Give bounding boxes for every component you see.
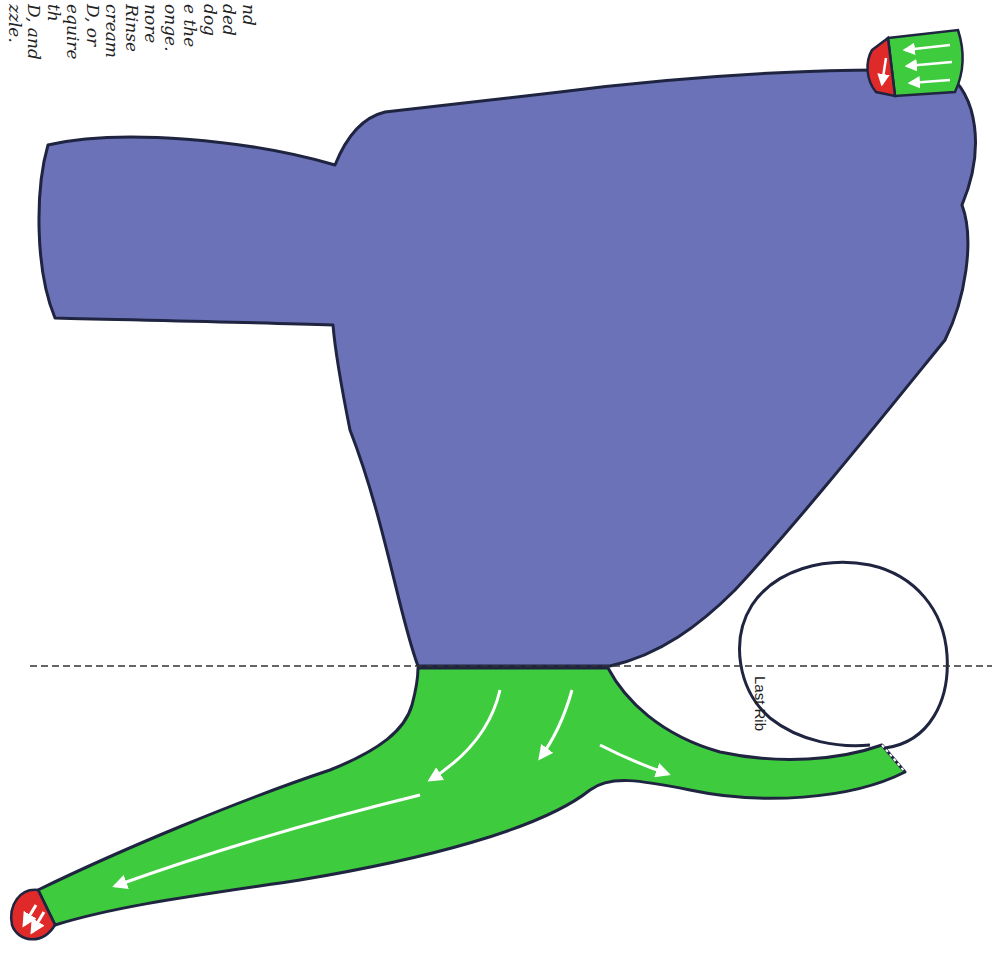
text-fragment: dog (199, 4, 219, 36)
text-fragment: zzle. (4, 4, 24, 43)
rib-label: Last Rib (752, 676, 769, 731)
text-fragment: Rinse (121, 4, 141, 52)
tail-loop (740, 562, 948, 748)
text-fragment: ded (219, 4, 239, 36)
text-fragment: e the (180, 4, 200, 47)
hind-paw (11, 890, 55, 939)
text-fragment: cream (102, 4, 122, 58)
tail-joint (882, 745, 905, 772)
front-paw-arrows (882, 45, 952, 84)
text-fragment: nd (238, 4, 258, 26)
text-fragment: D, and (24, 4, 44, 60)
hind-quarters (38, 668, 905, 925)
text-fragment: nore (141, 4, 161, 43)
text-fragment: onge. (160, 4, 180, 52)
front-paw-red (867, 38, 895, 96)
text-fragment: D, or (82, 4, 102, 46)
text-fragment: equire (63, 4, 83, 60)
fore-body (39, 70, 975, 666)
text-fragment: th (43, 4, 63, 22)
front-paw-green (888, 30, 963, 96)
hind-arrows (24, 690, 668, 932)
last-rib-line (30, 665, 992, 667)
